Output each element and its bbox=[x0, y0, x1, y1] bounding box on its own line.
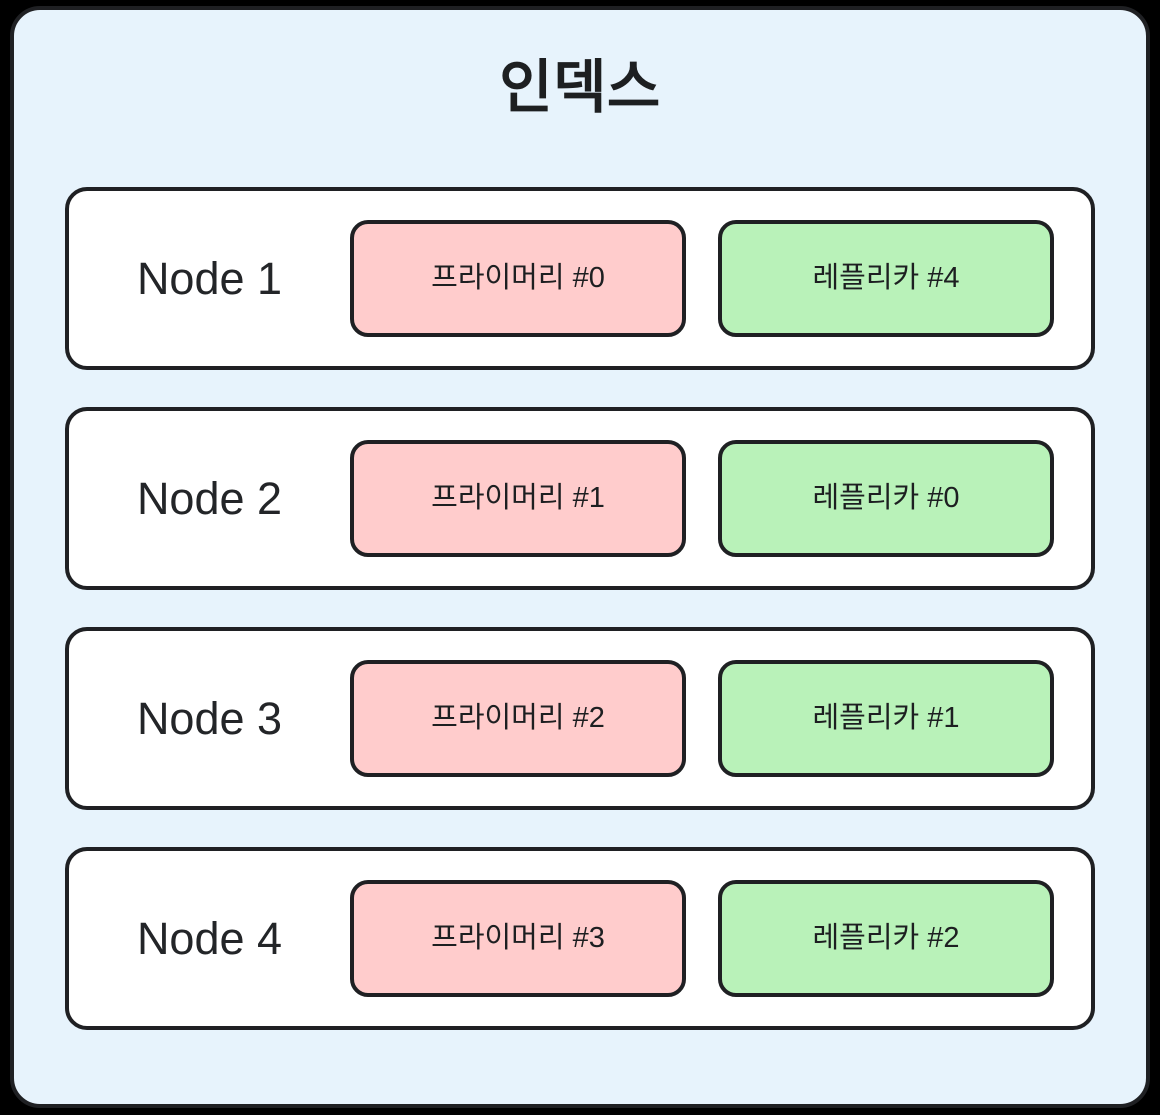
node-label: Node 1 bbox=[136, 252, 283, 304]
index-panel: 인덱스 Node 1 프라이머리 #0 레플리카 #4 Node 2 프라이머리… bbox=[10, 6, 1150, 1108]
node-label: Node 2 bbox=[136, 472, 283, 524]
node-card[interactable]: Node 4 프라이머리 #3 레플리카 #2 bbox=[65, 846, 1095, 1030]
node-card[interactable]: Node 1 프라이머리 #0 레플리카 #4 bbox=[65, 186, 1095, 370]
shard-row: 프라이머리 #0 레플리카 #4 bbox=[350, 219, 1091, 337]
replica-shard[interactable]: 레플리카 #4 bbox=[718, 219, 1054, 337]
replica-shard[interactable]: 레플리카 #2 bbox=[718, 879, 1054, 997]
primary-shard[interactable]: 프라이머리 #0 bbox=[350, 219, 686, 337]
primary-shard[interactable]: 프라이머리 #2 bbox=[350, 659, 686, 777]
node-card[interactable]: Node 3 프라이머리 #2 레플리카 #1 bbox=[65, 626, 1095, 810]
primary-shard[interactable]: 프라이머리 #3 bbox=[350, 879, 686, 997]
index-title: 인덱스 bbox=[499, 55, 661, 120]
node-card[interactable]: Node 2 프라이머리 #1 레플리카 #0 bbox=[65, 406, 1095, 590]
node-label: Node 4 bbox=[136, 912, 283, 964]
node-label: Node 3 bbox=[136, 692, 283, 744]
shard-row: 프라이머리 #1 레플리카 #0 bbox=[350, 439, 1091, 557]
shard-row: 프라이머리 #2 레플리카 #1 bbox=[350, 659, 1091, 777]
replica-shard[interactable]: 레플리카 #1 bbox=[718, 659, 1054, 777]
primary-shard[interactable]: 프라이머리 #1 bbox=[350, 439, 686, 557]
shard-row: 프라이머리 #3 레플리카 #2 bbox=[350, 879, 1091, 997]
node-list: Node 1 프라이머리 #0 레플리카 #4 Node 2 프라이머리 #1 … bbox=[65, 186, 1095, 1030]
replica-shard[interactable]: 레플리카 #0 bbox=[718, 439, 1054, 557]
